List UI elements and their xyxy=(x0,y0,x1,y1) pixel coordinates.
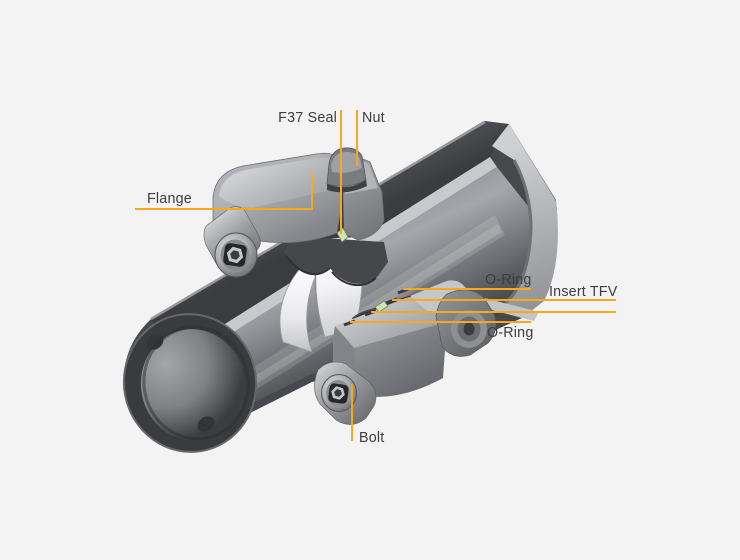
label-flange: Flange xyxy=(147,191,192,207)
nut-top-highlight xyxy=(331,151,362,173)
pipe-mouth xyxy=(122,313,258,453)
label-o-ring-bottom: O-Ring xyxy=(487,325,534,341)
pipe-end-cut-face xyxy=(492,124,558,319)
lower-block-side xyxy=(353,322,447,397)
label-o-ring-top: O-Ring xyxy=(485,272,532,288)
pipe-groove-notch-bottom xyxy=(197,416,215,432)
pipe-cut-lip-near xyxy=(472,296,539,321)
label-f37-seal: F37 Seal xyxy=(278,110,337,126)
sleeve-cut-face xyxy=(279,262,318,353)
label-bolt: Bolt xyxy=(359,430,384,446)
flange-block-top xyxy=(219,157,340,208)
label-nut: Nut xyxy=(362,110,385,126)
flange-foot-strap xyxy=(284,236,388,284)
label-insert-tfv: Insert TFV xyxy=(549,284,618,300)
pipe-groove-notch-top xyxy=(146,334,164,350)
flange-leader-line xyxy=(135,174,313,210)
flange-upper-assembly xyxy=(203,147,388,287)
nut-underside xyxy=(327,180,367,193)
o-ring-part xyxy=(374,300,389,313)
